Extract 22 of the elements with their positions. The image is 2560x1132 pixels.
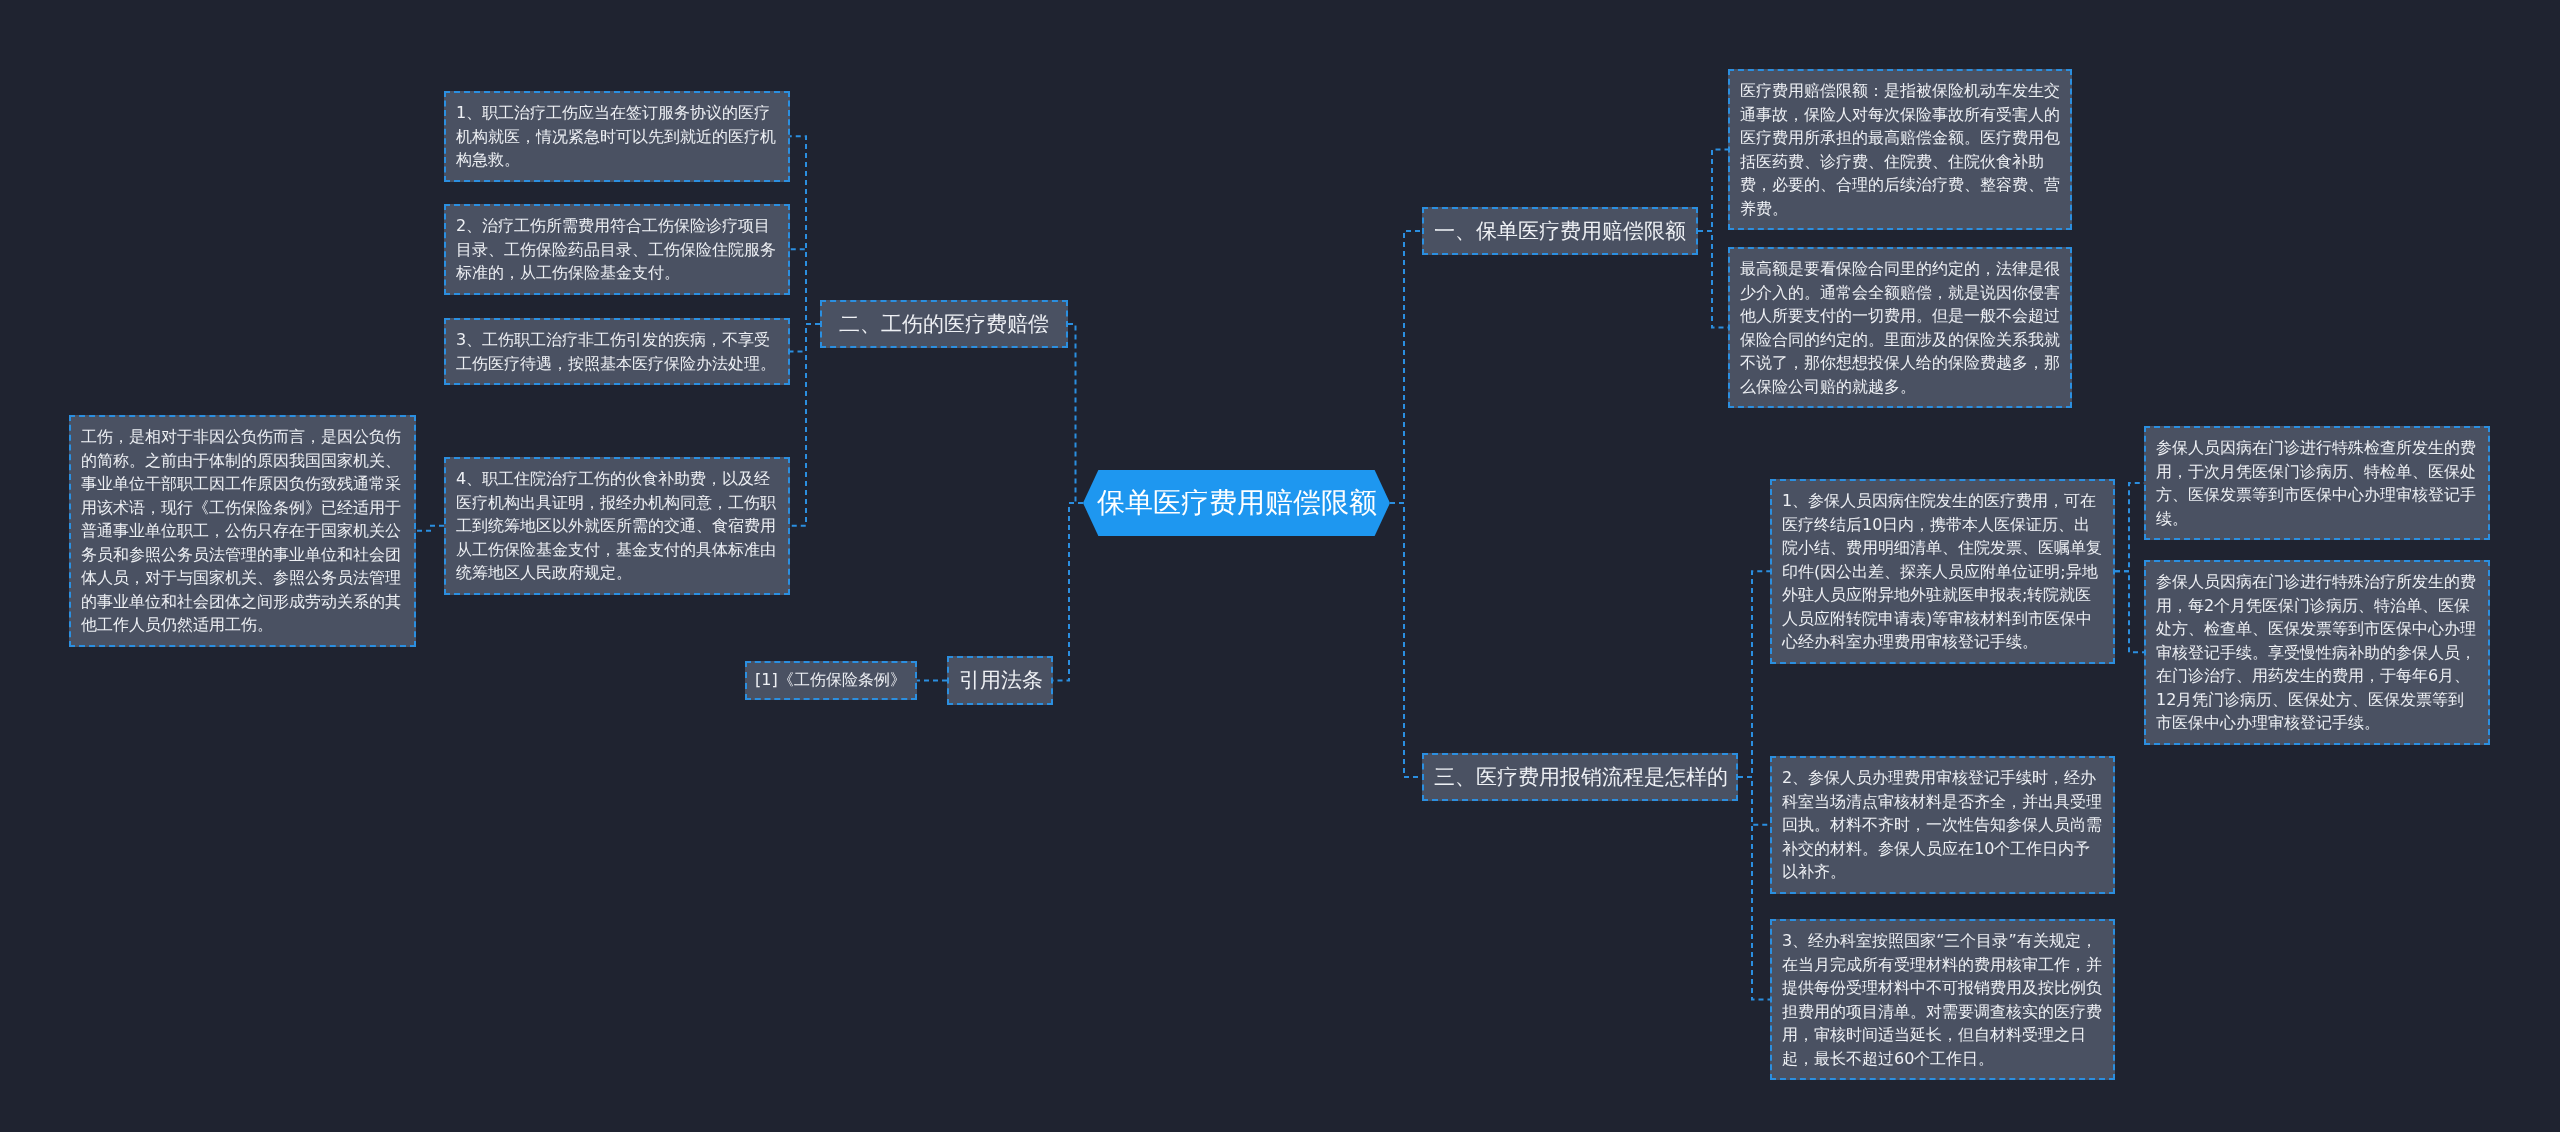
topic-box: 一、保单医疗费用赔偿限额 <box>1422 207 1698 255</box>
text-box: 1、参保人员因病住院发生的医疗费用，可在医疗终结后10日内，携带本人医保证历、出院小结、费用明细清单、住院发票、医嘱单复印件(因公出差、探亲人员应附单位证明;异地外驻人员应附异地外驻就医申报表;转院就医人员应附转院申请表)等审核材料到市医保中心经办科室办理费用审核登记手续。 <box>1770 479 2115 664</box>
text-box: 3、工伤职工治疗非工伤引发的疾病，不享受工伤医疗待遇，按照基本医疗保险办法处理。 <box>444 318 790 385</box>
connector-line <box>916 679 948 682</box>
topic-box: 二、工伤的医疗费赔偿 <box>820 300 1068 348</box>
text-box: 1、职工治疗工伤应当在签订服务协议的医疗机构就医，情况紧急时可以先到就近的医疗机构急救。 <box>444 91 790 182</box>
text-box: 最高额是要看保险合同里的约定的，法律是很少介入的。通常会全额赔偿，就是说因你侵害他人所要支付的一切费用。但是一般不会超过保险合同的约定的。里面涉及的保险关系我就不说了，那你想想投保人给的保险费越多，那么保险公司赔的就越多。 <box>1728 247 2072 408</box>
text-box: 工伤，是相对于非因公负伤而言，是因公负伤的简称。之前由于体制的原因我国国家机关、事业单位干部职工因工作原因负伤致残通常采用该术语，现行《工伤保险条例》已经适用于普通事业单位职工，公伤只存在于国家机关公务员和参照公务员法管理的事业单位和社会团体人员，对于与国家机关、参照公务员法管理的事业单位和社会团体之间形成劳动关系的其他工作人员仍然适用工伤。 <box>69 415 416 647</box>
connector-line <box>2114 570 2145 654</box>
topic-box: 引用法条 <box>947 656 1053 705</box>
topic-box: 三、医疗费用报销流程是怎样的 <box>1422 753 1738 801</box>
text-box: 参保人员因病在门诊进行特殊检查所发生的费用，于次月凭医保门诊病历、特检单、医保处方、医保发票等到市医保中心办理审核登记手续。 <box>2144 426 2490 540</box>
text-box: 医疗费用赔偿限额：是指被保险机动车发生交通事故，保险人对每次保险事故所有受害人的医疗费用所承担的最高赔偿金额。医疗费用包括医药费、诊疗费、住院费、住院伙食补助费，必要的、合理的后续治疗费、整容费、营养费。 <box>1728 69 2072 230</box>
text-box: 2、参保人员办理费用审核登记手续时，经办科室当场清点审核材料是否齐全，并出具受理回执。材料不齐时，一次性告知参保人员尚需补交的材料。参保人员应在10个工作日内予以补齐。 <box>1770 756 2115 894</box>
text-box: 3、经办科室按照国家“三个目录”有关规定，在当月完成所有受理材料的费用核审工作，并提供每份受理材料中不可报销费用及按比例负担费用的项目清单。对需要调查核实的医疗费用，审核时间适当延长，但自材料受理之日起，最长不超过60个工作日。 <box>1770 919 2115 1080</box>
text-box: 4、职工住院治疗工伤的伙食补助费，以及经医疗机构出具证明，报经办机构同意，工伤职工到统筹地区以外就医所需的交通、食宿费用从工伤保险基金支付，基金支付的具体标准由统筹地区人民政府规定。 <box>444 457 790 595</box>
connector-line <box>1737 776 1771 1001</box>
connector-line <box>415 524 445 532</box>
text-box: [1]《工伤保险条例》 <box>745 661 917 700</box>
text-box: 参保人员因病在门诊进行特殊治疗所发生的费用，每2个月凭医保门诊病历、特治单、医保处方、检查单、医保发票等到市医保中心办理审核登记手续。享受慢性病补助的参保人员，在门诊治疗、用药发生的费用，于每年6月、12月凭门诊病历、医保处方、医保发票等到市医保中心办理审核登记手续。 <box>2144 560 2490 745</box>
connector-line <box>789 323 821 527</box>
text-box: 2、治疗工伤所需费用符合工伤保险诊疗项目目录、工伤保险药品目录、工伤保险住院服务标准的，从工伤保险基金支付。 <box>444 204 790 295</box>
